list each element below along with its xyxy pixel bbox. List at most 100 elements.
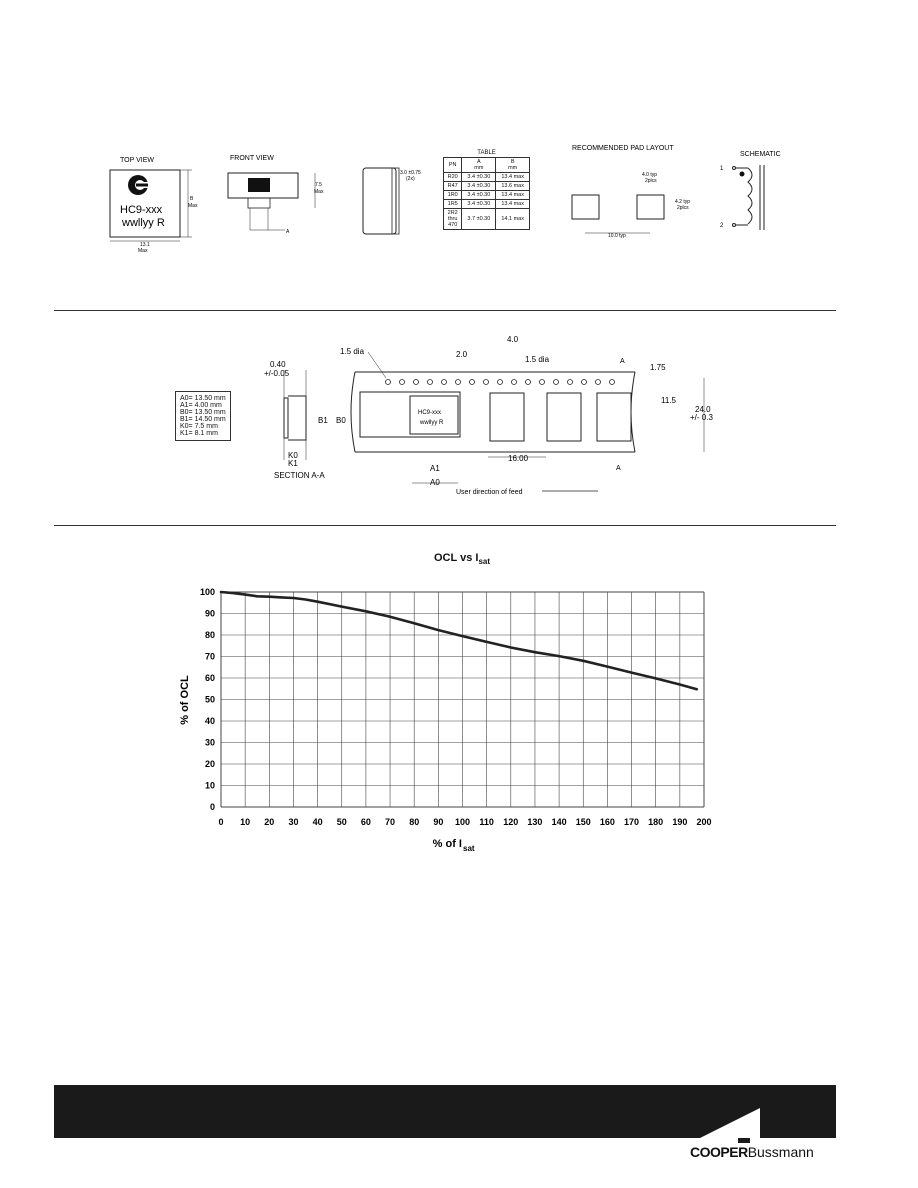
section-b1-label: B1 bbox=[318, 416, 328, 425]
pocket-pitch: 16.00 bbox=[508, 454, 529, 463]
y-tick-label: 10 bbox=[205, 781, 215, 791]
top-view-height-unit: Max bbox=[188, 203, 198, 209]
y-tick-label: 90 bbox=[205, 609, 215, 619]
y-tick-label: 40 bbox=[205, 716, 215, 726]
tape-part-marking: HC9-xxx bbox=[418, 410, 441, 416]
schematic-pin2: 2 bbox=[720, 223, 724, 229]
chart-xlabel-sub: sat bbox=[463, 844, 475, 853]
top-view-width-unit: Max bbox=[138, 248, 148, 254]
table-header-pn: PN bbox=[442, 157, 463, 173]
pitch-offset: 2.0 bbox=[456, 350, 468, 359]
polarity-dot-icon bbox=[739, 171, 745, 177]
tape-date-marking: wwllyy R bbox=[419, 420, 444, 426]
table-title: TABLE bbox=[477, 150, 496, 156]
y-tick-label: 0 bbox=[210, 802, 215, 812]
x-tick-label: 50 bbox=[337, 817, 347, 827]
x-tick-label: 80 bbox=[409, 817, 419, 827]
top-drawings: TOP VIEW HC9-xxx wwllyy R B Max 13.1 Max… bbox=[109, 145, 781, 254]
chart-title: OCL vs Isat bbox=[434, 552, 490, 567]
legend-k0: K0= 7.5 mm bbox=[180, 423, 218, 430]
schematic-label: SCHEMATIC bbox=[740, 151, 781, 158]
x-tick-label: 130 bbox=[527, 817, 542, 827]
x-tick-label: 190 bbox=[672, 817, 687, 827]
front-view-ref: A bbox=[286, 229, 290, 235]
inductor-coil-icon bbox=[732, 165, 765, 230]
divider-top bbox=[54, 310, 836, 311]
x-tick-label: 40 bbox=[313, 817, 323, 827]
x-tick-label: 100 bbox=[455, 817, 470, 827]
front-view-height-dim: 7.5 bbox=[315, 182, 322, 188]
pad-right bbox=[636, 194, 665, 220]
top-view-label: TOP VIEW bbox=[120, 157, 154, 164]
a1-label: A1 bbox=[430, 464, 440, 473]
divider-middle bbox=[54, 525, 836, 526]
front-view-label: FRONT VIEW bbox=[230, 155, 274, 162]
x-tick-label: 90 bbox=[433, 817, 443, 827]
schematic-pin1: 1 bbox=[720, 166, 724, 172]
side-view-dim: 3.0 ±0.75 bbox=[400, 170, 421, 176]
tape-thickness: 0.40 bbox=[270, 360, 286, 369]
front-view-height-unit: Max bbox=[314, 189, 324, 195]
pad-top-dim2: 2plcs bbox=[645, 178, 657, 184]
tape-thickness-tol: +/-0.05 bbox=[264, 369, 290, 378]
section-label: SECTION A-A bbox=[274, 471, 325, 480]
cooper-swoosh-icon bbox=[700, 1108, 760, 1143]
carrier-tape bbox=[350, 371, 636, 453]
x-tick-label: 160 bbox=[600, 817, 615, 827]
pad-side-dim: 4.2 typ bbox=[675, 199, 690, 205]
legend-a1: A1= 4.00 mm bbox=[180, 402, 222, 409]
section-ref-bottom: A bbox=[616, 465, 621, 472]
y-tick-label: 80 bbox=[205, 630, 215, 640]
sprocket-holes bbox=[385, 379, 615, 385]
legend-a0: A0= 13.50 mm bbox=[180, 395, 226, 402]
top-view-width-dim: 13.1 bbox=[140, 242, 150, 248]
chart-ylabel: % of OCL bbox=[179, 675, 191, 725]
top-view-part-marking: HC9-xxx bbox=[120, 204, 163, 216]
brand-regular: Bussmann bbox=[747, 1144, 814, 1160]
x-tick-label: 120 bbox=[503, 817, 518, 827]
tape-width-tol: +/- 0.3 bbox=[690, 413, 713, 422]
x-tick-label: 30 bbox=[288, 817, 298, 827]
x-tick-label: 170 bbox=[624, 817, 639, 827]
pitch-top: 4.0 bbox=[507, 335, 519, 344]
x-tick-label: 60 bbox=[361, 817, 371, 827]
edge-dim: 1.75 bbox=[650, 363, 666, 372]
pad-side-dim2: 2plcs bbox=[677, 205, 689, 211]
tape-drawing: 0.40 +/-0.05 B1 K0 K1 SECTION A-A HC9-xx… bbox=[264, 335, 713, 496]
y-tick-label: 70 bbox=[205, 652, 215, 662]
brand-bold: COOPER bbox=[690, 1144, 748, 1160]
section-k1-label: K1 bbox=[288, 459, 298, 468]
x-tick-label: 140 bbox=[552, 817, 567, 827]
section-ref-top: A bbox=[620, 358, 625, 365]
x-tick-label: 200 bbox=[696, 817, 711, 827]
y-tick-label: 20 bbox=[205, 759, 215, 769]
x-tick-label: 150 bbox=[576, 817, 591, 827]
tape-width: 24.0 bbox=[695, 405, 711, 414]
brand-logo: COOPERBussmann bbox=[690, 1143, 814, 1161]
pad-bottom-dim: 10.0 typ bbox=[608, 233, 626, 239]
x-tick-label: 10 bbox=[240, 817, 250, 827]
pad-top-dim: 4.0 typ bbox=[642, 172, 657, 178]
footer-bar bbox=[54, 1085, 836, 1138]
chart-series bbox=[219, 590, 699, 691]
sprocket-dia: 1.5 dia bbox=[340, 347, 365, 356]
pocket-hole-dia: 1.5 dia bbox=[525, 355, 550, 364]
feed-direction: User direction of feed bbox=[456, 489, 523, 496]
legend-k1: K1= 8.1 mm bbox=[180, 430, 218, 437]
a0-label: A0 bbox=[430, 478, 440, 487]
cooper-logo-icon bbox=[128, 175, 150, 195]
side-view-body bbox=[362, 167, 397, 235]
legend-b1: B1= 14.50 mm bbox=[180, 416, 226, 423]
y-tick-label: 50 bbox=[205, 695, 215, 705]
chart-xlabel: % of I bbox=[433, 838, 462, 850]
tape-legend: A0= 13.50 mm A1= 4.00 mm B0= 13.50 mm B1… bbox=[175, 391, 231, 441]
